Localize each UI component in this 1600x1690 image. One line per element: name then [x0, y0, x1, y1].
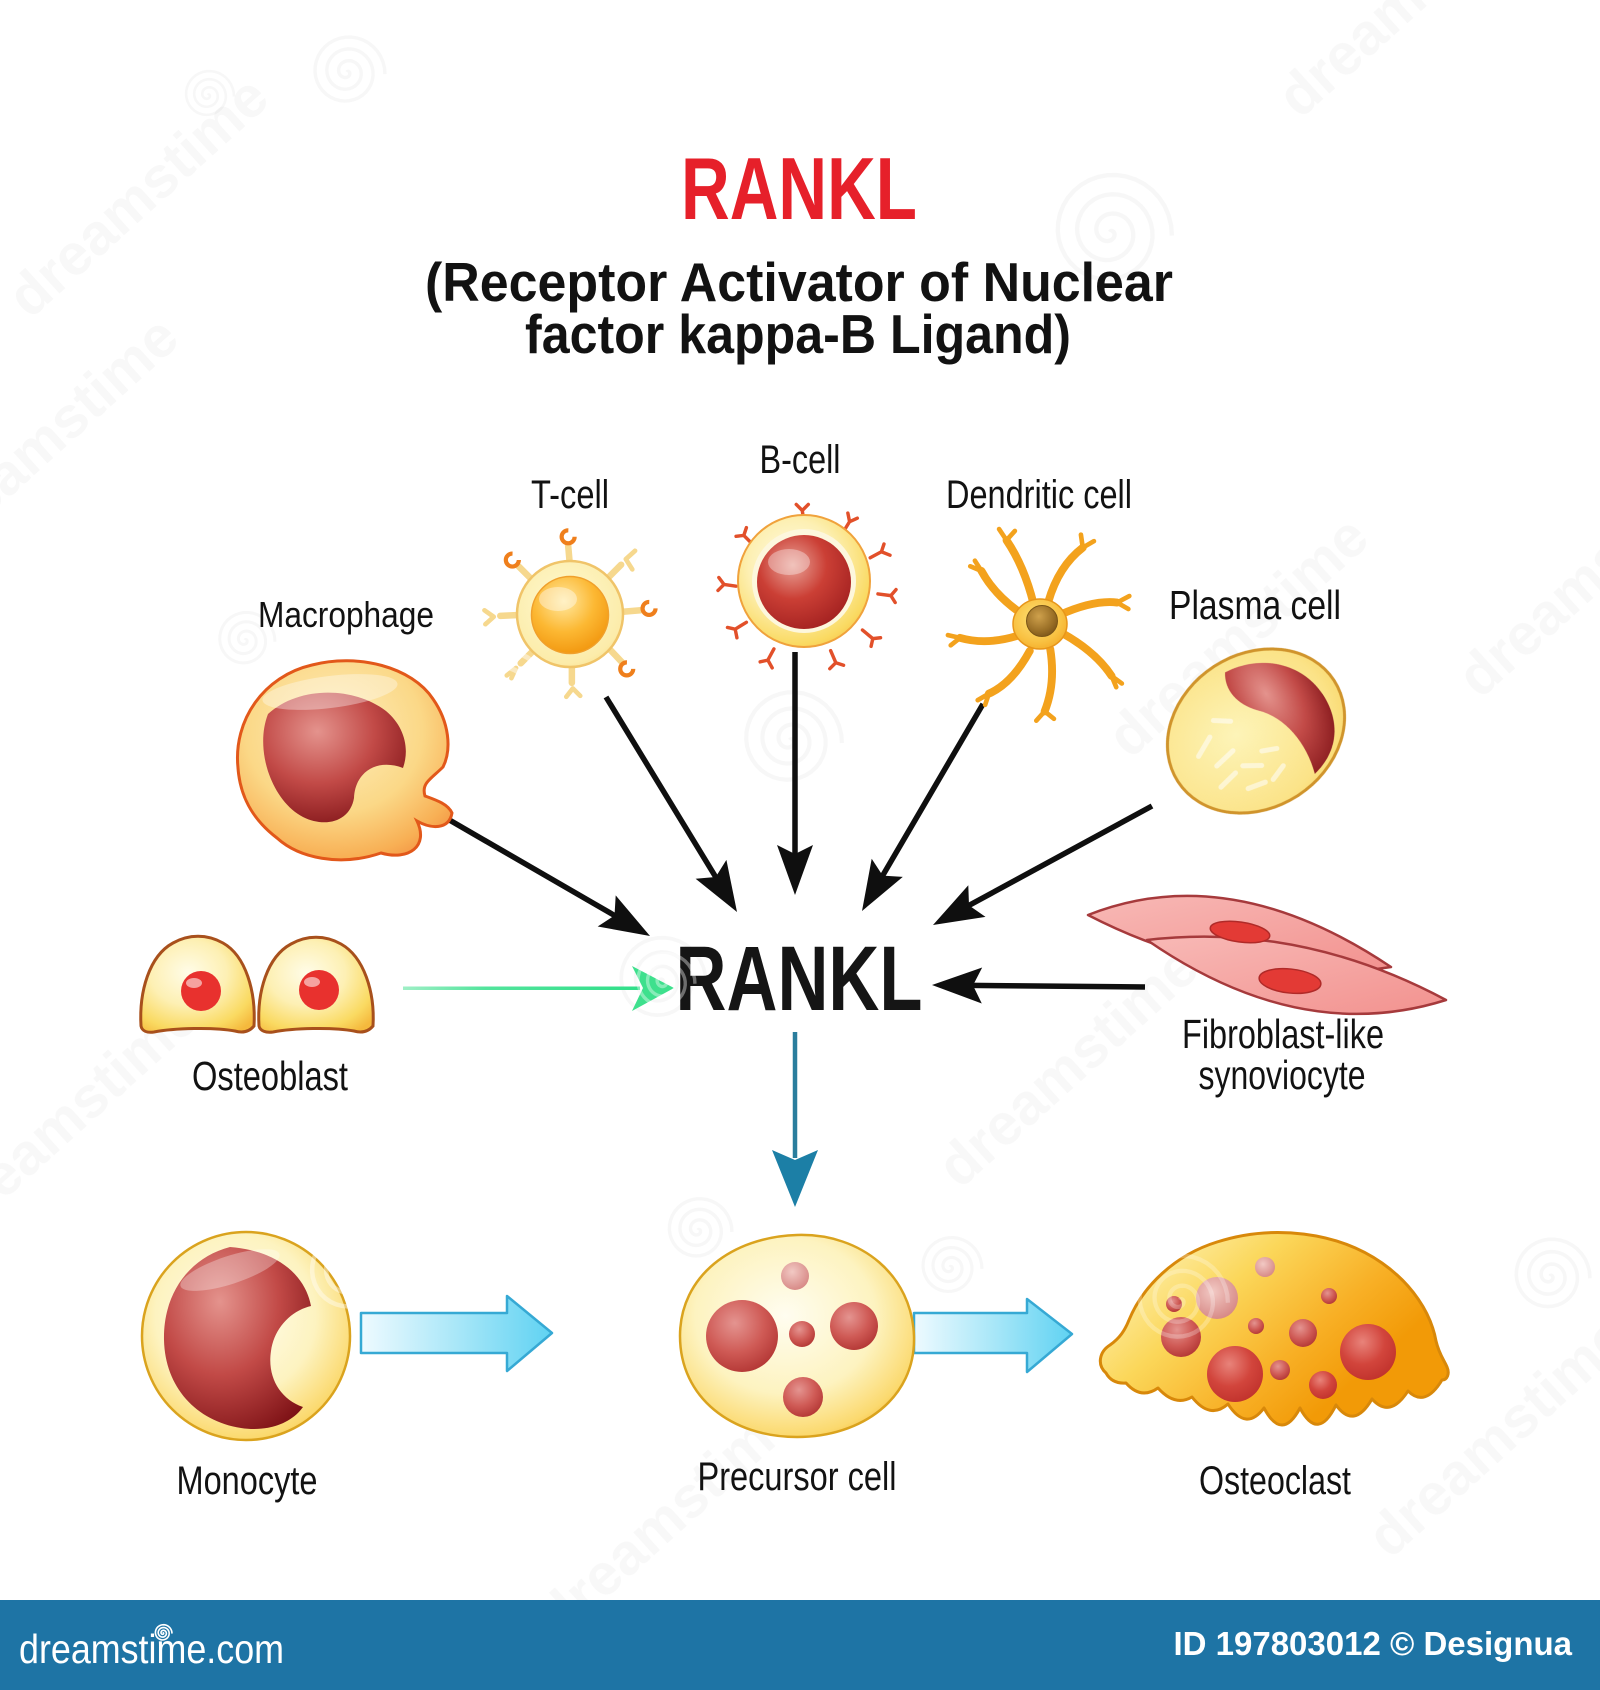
svg-text:Osteoclast: Osteoclast: [1199, 1459, 1351, 1503]
svg-text:Plasma cell: Plasma cell: [1169, 582, 1341, 628]
svg-text:Dendritic cell: Dendritic cell: [946, 473, 1132, 517]
svg-text:B-cell: B-cell: [760, 438, 841, 482]
svg-text:Monocyte: Monocyte: [177, 1459, 318, 1503]
svg-text:ID 197803012 © Designua: ID 197803012 © Designua: [1173, 1625, 1572, 1662]
svg-text:T-cell: T-cell: [531, 473, 609, 517]
svg-text:synoviocyte: synoviocyte: [1199, 1052, 1366, 1098]
svg-text:Osteoblast: Osteoblast: [192, 1053, 348, 1099]
svg-text:Precursor cell: Precursor cell: [698, 1455, 897, 1499]
svg-text:factor kappa-B Ligand): factor kappa-B Ligand): [525, 303, 1071, 365]
svg-text:(Receptor Activator of Nuclear: (Receptor Activator of Nuclear: [425, 251, 1173, 313]
svg-text:RANKL: RANKL: [676, 928, 923, 1030]
svg-text:dreamstime.com: dreamstime.com: [19, 1626, 284, 1672]
svg-text:RANKL: RANKL: [681, 139, 917, 238]
svg-text:Macrophage: Macrophage: [258, 594, 434, 635]
svg-text:Fibroblast-like: Fibroblast-like: [1182, 1011, 1384, 1057]
